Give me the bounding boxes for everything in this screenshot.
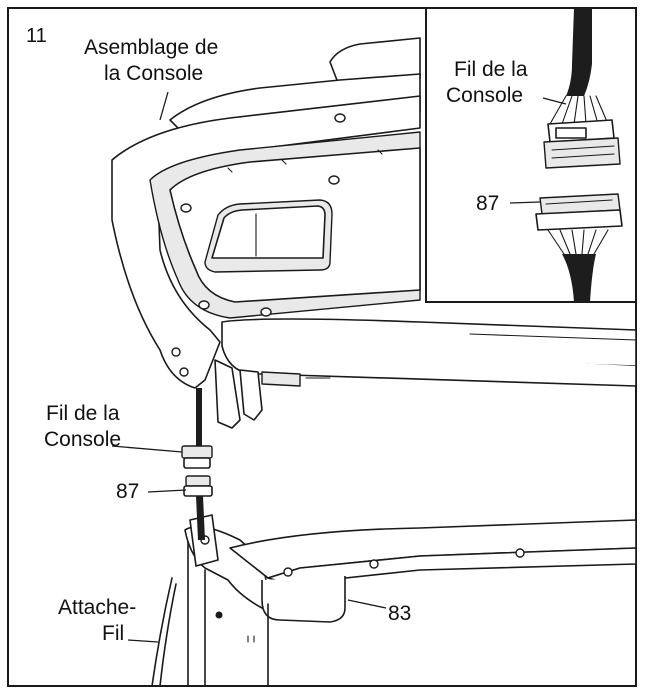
part-83-label: 83 <box>388 602 411 625</box>
inset-part-87-label: 87 <box>476 192 499 215</box>
inset-console-wire-leader <box>542 97 567 105</box>
part-87-label: 87 <box>116 480 139 503</box>
console-assembly-leader <box>159 91 169 121</box>
part-87-leader <box>147 489 187 493</box>
lower-upright <box>151 514 637 687</box>
wire-tie-label-line1: Attache- <box>58 596 136 619</box>
part-83-leader <box>347 599 387 609</box>
inset-console-wire-label-line1: Fil de la <box>454 58 528 81</box>
inset-part-87-leader <box>509 201 541 204</box>
console-wire-label-line1: Fil de la <box>46 402 120 425</box>
console-assembly-label-line2: la Console <box>104 62 203 85</box>
console-assembly-label-line1: Asemblage de <box>84 36 218 59</box>
wire-tie-label-line2: Fil <box>102 622 124 645</box>
step-number: 11 <box>26 25 47 47</box>
console-wire-leader <box>111 445 183 453</box>
console-assembly <box>111 37 421 389</box>
main-wire-connection <box>181 388 213 540</box>
detail-inset <box>425 7 637 303</box>
upper-crossbar <box>214 318 637 429</box>
console-wire-label-line2: Console <box>44 428 121 451</box>
inset-console-wire-label-line2: Console <box>446 84 523 107</box>
wire-tie-leader <box>127 639 159 643</box>
